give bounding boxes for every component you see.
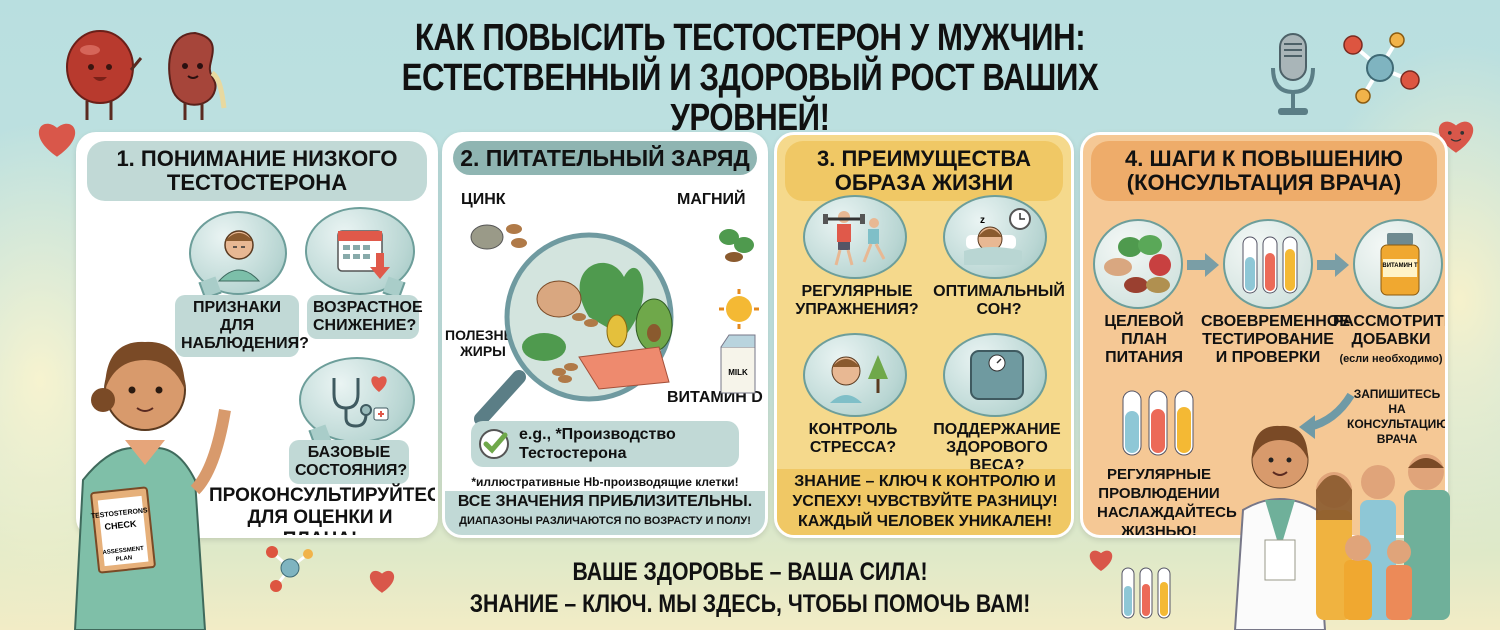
molecule-icon xyxy=(1343,32,1420,104)
example-text: e.g., *Производство Тестостерона xyxy=(519,426,676,462)
test-tubes-icon xyxy=(1242,236,1298,294)
clipboard-text-4: PLAN xyxy=(116,555,133,563)
blood-cell-character-icon xyxy=(66,30,143,120)
panel-nutrition: 2. ПИТАТЕЛЬНЫЙ ЗАРЯД ЦИНК МАГНИЙ ПОЛЕЗНЫ… xyxy=(442,132,768,538)
book-consultation-label: ЗАПИШИТЕСЬ НА КОНСУЛЬТАЦИЮ ВРАЧА xyxy=(1347,387,1448,446)
footer-slogan: ВАШЕ ЗДОРОВЬЕ – ВАША СИЛА! ЗНАНИЕ – КЛЮЧ… xyxy=(436,556,1065,620)
food-magnifier-illustration: MILK xyxy=(470,224,759,426)
test-tubes-icon xyxy=(1122,390,1194,456)
tired-man-icon xyxy=(217,230,261,282)
weight-bubble xyxy=(943,333,1047,417)
arrow-right-icon xyxy=(1187,253,1219,277)
testing-bubble xyxy=(1223,219,1313,309)
age-decline-bubble xyxy=(305,207,415,300)
footer-line-1: ВАШЕ ЗДОРОВЬЕ – ВАША СИЛА! xyxy=(572,558,928,586)
heart-icon xyxy=(1089,550,1113,571)
conditions-bubble xyxy=(299,357,415,448)
exercise-label: РЕГУЛЯРНЫЕ УПРАЖНЕНИЯ? xyxy=(795,283,919,318)
heart-smiling-icon xyxy=(1438,121,1474,153)
panel-lifestyle-benefits: 3. ПРЕИМУЩЕСТВА ОБРАЗА ЖИЗНИ z РЕГУЛЯРНЫ… xyxy=(774,132,1074,538)
footer-line-2: ЗНАНИЕ – КЛЮЧ. МЫ ЗДЕСЬ, ЧТОБЫ ПОМОЧЬ ВА… xyxy=(469,590,1031,618)
sleep-icon: z xyxy=(964,208,1031,265)
magnesium-label: МАГНИЙ xyxy=(677,191,746,208)
testing-label: СВОЕВРЕМЕННОЕ ТЕСТИРОВАНИЕ И ПРОВЕРКИ xyxy=(1201,313,1350,366)
stethoscope-icon xyxy=(332,376,389,428)
supplement-bottle-icon: ВИТАМИН Т xyxy=(1380,233,1420,296)
title-line-2: ЕСТЕСТВЕННЫЙ И ЗДОРОВЫЙ РОСТ ВАШИХ УРОВН… xyxy=(401,57,1099,139)
sleep-label: ОПТИМАЛЬНЫЙ СОН? xyxy=(933,283,1065,318)
knowledge-banner: ЗНАНИЕ – КЛЮЧ К КОНТРОЛЮ И УСПЕХУ! ЧУВСТ… xyxy=(777,469,1071,535)
example-box: e.g., *Производство Тестостерона xyxy=(471,421,739,467)
symptoms-bubble xyxy=(189,211,287,300)
supplements-note: (если необходимо) xyxy=(1339,353,1443,365)
curved-arrow-icon xyxy=(1299,392,1355,439)
panel-1-heading: 1. ПОНИМАНИЕ НИЗКОГО ТЕСТОСТЕРОНА xyxy=(87,141,427,201)
nutrition-plan-label: ЦЕЛЕВОЙ ПЛАН ПИТАНИЯ xyxy=(1104,313,1184,366)
sleep-bubble: z xyxy=(943,195,1047,279)
symptoms-label: ПРИЗНАКИ ДЛЯ НАБЛЮДЕНИЯ? xyxy=(175,295,309,357)
panel-4-heading: 4. ШАГИ К ПОВЫШЕНИЮ (КОНСУЛЬТАЦИЯ ВРАЧА) xyxy=(1091,141,1437,201)
calendar-down-arrow-icon xyxy=(337,230,390,279)
exercise-bubble xyxy=(803,195,907,279)
age-decline-label: ВОЗРАСТНОЕ СНИЖЕНИЕ? xyxy=(307,295,423,339)
nurse-illustration: TESTOSTERONS CHECK ASSESSMENT PLAN xyxy=(73,341,231,630)
clipboard-text-2: CHECK xyxy=(104,519,137,532)
panel-3-heading: 3. ПРЕИМУЩЕСТВА ОБРАЗА ЖИЗНИ xyxy=(785,141,1063,201)
title-line-1: КАК ПОВЫСИТЬ ТЕСТОСТЕРОН У МУЖЧИН: xyxy=(414,17,1086,59)
supplements-bubble: ВИТАМИН Т xyxy=(1353,219,1443,309)
disclaimer-line-1: ВСЕ ЗНАЧЕНИЯ ПРИБЛИЗИТЕЛЬНЫ. xyxy=(457,493,753,510)
page-title: КАК ПОВЫСИТЬ ТЕСТОСТЕРОН У МУЖЧИН: ЕСТЕС… xyxy=(332,18,1168,138)
microphone-icon xyxy=(1271,33,1315,115)
calm-man-icon xyxy=(830,355,888,403)
scale-icon xyxy=(970,350,1024,400)
milk-carton-label: MILK xyxy=(728,368,748,377)
regular-checkups-label: РЕГУЛЯРНЫЕ ПРОВЛЮДЕНИИ НАСЛАЖДАЙТЕСЬ ЖИЗ… xyxy=(1097,466,1237,538)
disclaimer-box: ВСЕ ЗНАЧЕНИЯ ПРИБЛИЗИТЕЛЬНЫ. ДИАПАЗОНЫ Р… xyxy=(445,491,765,535)
stress-bubble xyxy=(803,333,907,417)
svg-text:z: z xyxy=(980,215,985,226)
consult-cta: ПРОКОНСУЛЬТИРУЙТЕСЬ ДЛЯ ОЦЕНКИ И ПЛАНА! xyxy=(209,485,438,535)
heart-icon xyxy=(369,570,395,593)
bottle-label: ВИТАМИН Т xyxy=(1382,263,1418,269)
stress-label: КОНТРОЛЬ СТРЕССА? xyxy=(808,421,898,456)
footnote: *иллюстративные Hb-производящие клетки! xyxy=(471,475,739,489)
arrow-right-icon xyxy=(1317,253,1349,277)
zinc-label: ЦИНК xyxy=(461,191,506,208)
nutrition-plan-bubble xyxy=(1093,219,1183,309)
supplements-label: РАССМОТРИТЕ ДОБАВКИ (если необходимо) xyxy=(1333,313,1448,368)
panel-steps-doctor-consultation: 4. ШАГИ К ПОВЫШЕНИЮ (КОНСУЛЬТАЦИЯ ВРАЧА)… xyxy=(1080,132,1448,538)
disclaimer-line-2: ДИАПАЗОНЫ РАЗЛИЧАЮТСЯ ПО ВОЗРАСТУ И ПОЛУ… xyxy=(459,515,751,527)
test-tubes-icon xyxy=(1121,567,1171,619)
kidney-character-icon xyxy=(168,31,227,120)
food-plan-icon xyxy=(1104,235,1171,293)
family-illustration xyxy=(1316,454,1450,620)
conditions-label: БАЗОВЫЕ СОСТОЯНИЯ? xyxy=(289,440,409,484)
exercise-icon xyxy=(823,211,886,266)
checkmark-icon xyxy=(479,429,509,459)
doctor-illustration xyxy=(1233,425,1327,630)
heart-icon xyxy=(38,123,76,157)
molecule-icon xyxy=(266,546,313,592)
weight-label: ПОДДЕРЖАНИЕ ЗДОРОВОГО ВЕСА? xyxy=(933,421,1061,474)
clipboard-text-3: ASSESSMENT xyxy=(102,546,144,556)
supplements-label-text: РАССМОТРИТЕ ДОБАВКИ xyxy=(1333,313,1448,348)
panel-2-heading: 2. ПИТАТЕЛЬНЫЙ ЗАРЯД xyxy=(453,141,757,175)
